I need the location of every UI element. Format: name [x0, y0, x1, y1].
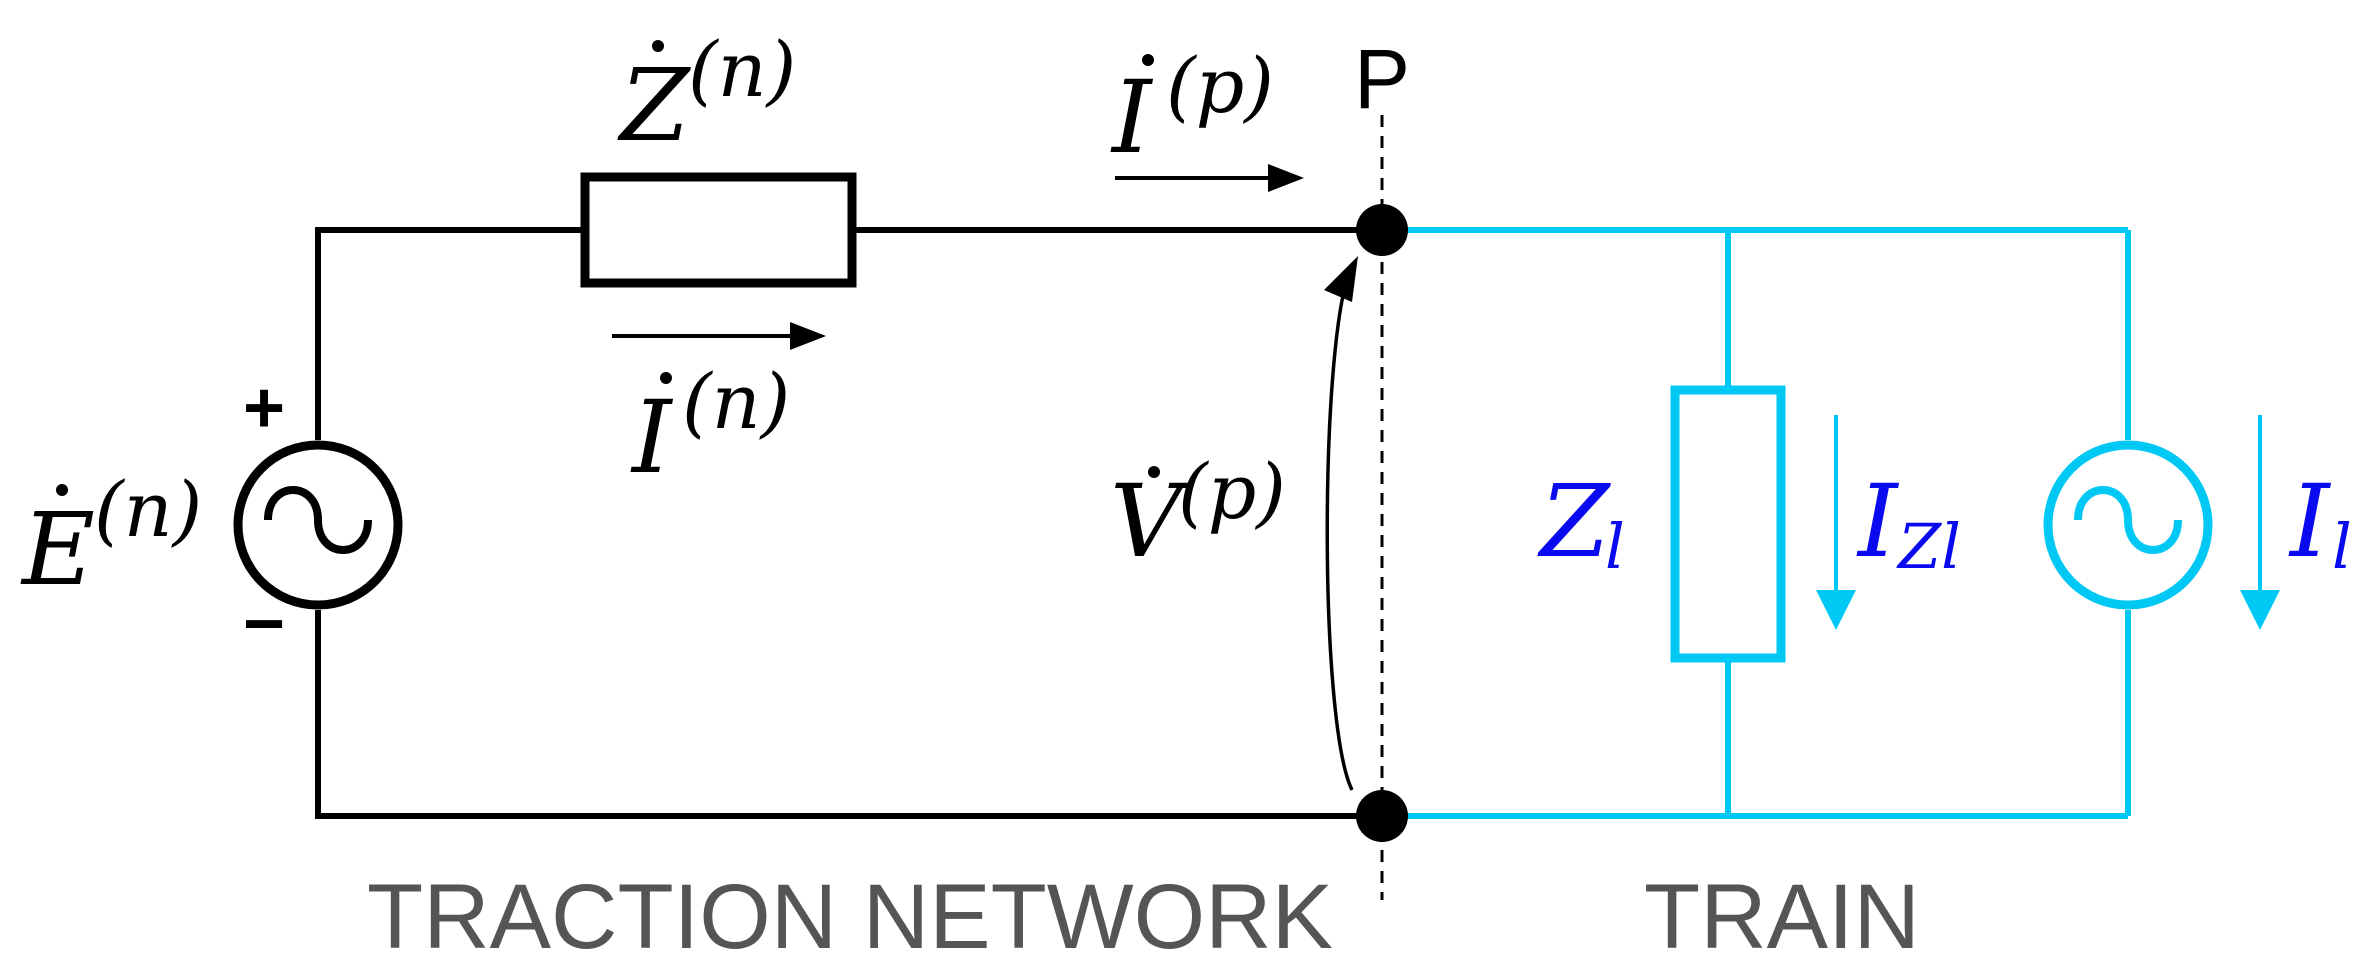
load-impedance-label: Z l [1537, 463, 1625, 583]
pantograph-current-sup: (p) [1166, 41, 1274, 130]
network-impedance-label: Z (n) [617, 25, 796, 164]
load-current-label: I l [2288, 463, 2352, 583]
load-current-arrowhead-icon [2240, 590, 2280, 630]
network-impedance-sup: (n) [688, 25, 796, 114]
pantograph-current-label: I (p) [1110, 41, 1274, 176]
caption-train: TRAIN [1644, 866, 1920, 968]
load-impedance-current-base: I [1856, 463, 1900, 580]
load-impedance-box [1670, 385, 1786, 663]
node-dot-top [1356, 204, 1408, 256]
network-current-arrowhead-icon [790, 322, 826, 350]
source-voltage-sup: (n) [94, 465, 202, 554]
pantograph-voltage-arrow [1325, 265, 1354, 791]
pantograph-current-dot-icon [1142, 54, 1154, 66]
plus-sign: + [243, 368, 285, 448]
network-current-base: I [630, 379, 674, 496]
pantograph-voltage-base: V [1110, 463, 1191, 580]
load-current-sub: l [2332, 510, 2352, 583]
ac-voltage-source-icon [233, 440, 403, 610]
wire-left-top [315, 227, 585, 440]
node-dot-bottom [1356, 790, 1408, 842]
source-voltage-dot-icon [56, 484, 68, 496]
network-impedance-base: Z [617, 47, 691, 164]
load-impedance-base: Z [1537, 463, 1611, 580]
ac-current-source-icon [2043, 440, 2213, 610]
pantograph-current-base: I [1110, 59, 1154, 176]
traction-network-circuit [315, 227, 1382, 819]
train-circuit [1382, 227, 2131, 819]
load-impedance-current-arrowhead-icon [1816, 590, 1856, 630]
pantograph-voltage-arrowhead-icon [1324, 256, 1358, 302]
point-label: P [1354, 32, 1410, 126]
source-voltage-label: E (n) [20, 465, 202, 608]
network-impedance-dot-icon [652, 40, 664, 52]
network-current-sup: (n) [682, 357, 790, 446]
load-impedance-current-sub: Zl [1896, 510, 1961, 583]
wire-left-bottom [315, 610, 1382, 819]
caption-traction-network: TRACTION NETWORK [367, 866, 1333, 968]
source-voltage-base: E [20, 491, 95, 608]
pantograph-current-arrowhead-icon [1268, 164, 1304, 192]
pantograph-voltage-label: V (p) [1110, 447, 1286, 580]
network-impedance-box [580, 172, 857, 288]
minus-sign: − [243, 584, 285, 664]
load-impedance-sub: l [1605, 510, 1625, 583]
pantograph-voltage-dot-icon [1148, 466, 1160, 478]
network-current-label: I (n) [630, 357, 790, 496]
network-current-dot-icon [660, 372, 672, 384]
pantograph-voltage-sup: (p) [1178, 447, 1286, 536]
load-current-base: I [2288, 463, 2332, 580]
load-impedance-current-label: I Zl [1856, 463, 1961, 583]
